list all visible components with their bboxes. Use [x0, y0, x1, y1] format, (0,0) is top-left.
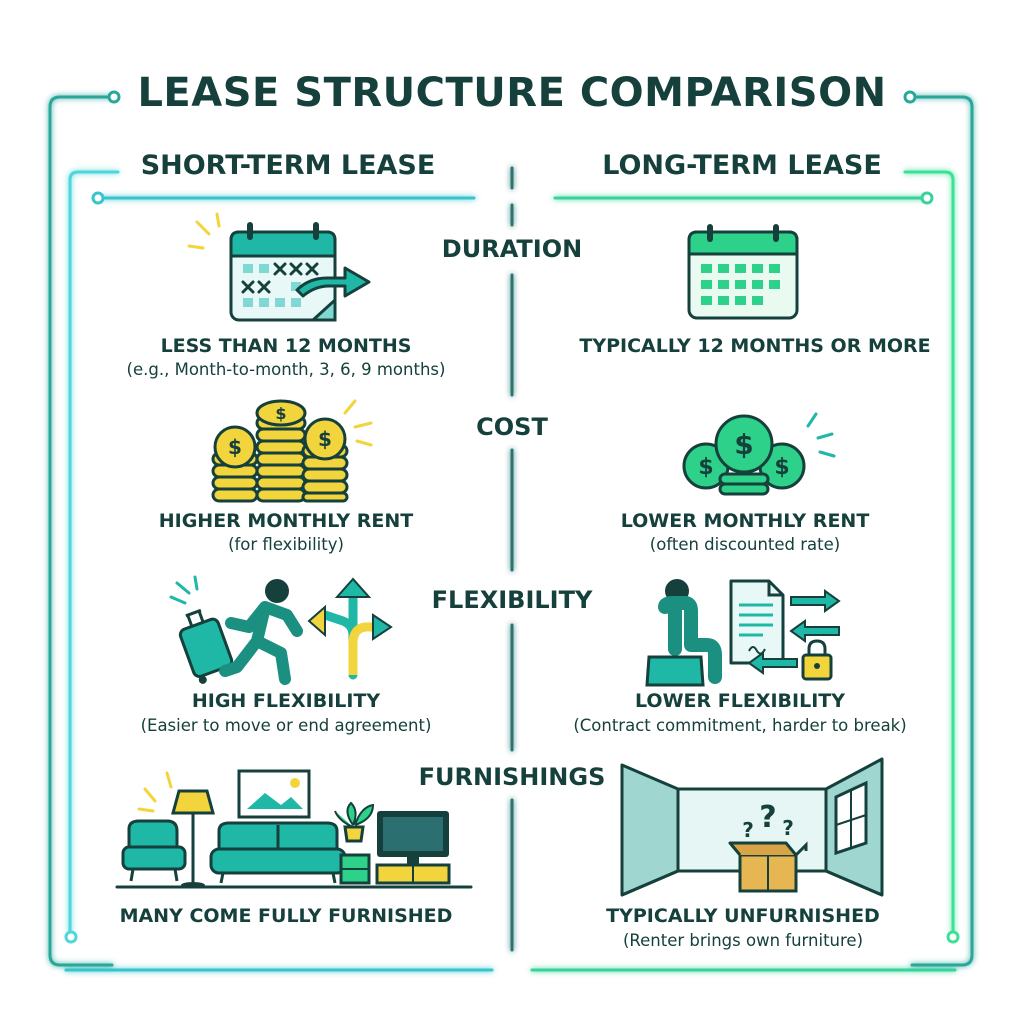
long-furn-main: TYPICALLY UNFURNISHED: [606, 905, 880, 927]
short-duration-main: LESS THAN 12 MONTHS: [160, 335, 412, 357]
svg-text:$: $: [318, 427, 332, 451]
short-cost-main: HIGHER MONTHLY RENT: [158, 510, 414, 532]
svg-text:$: $: [774, 455, 789, 480]
long-furn-sub: (Renter brings own furniture): [622, 931, 864, 950]
furnished-living-room-icon: [115, 769, 473, 889]
svg-text:?: ?: [782, 816, 794, 840]
category-duration: DURATION: [392, 232, 632, 266]
long-term-header: LONG-TERM LEASE: [602, 150, 882, 181]
calendar-full-icon: [687, 224, 799, 320]
coin-stacks-icon: $ $ $: [211, 399, 373, 503]
svg-text:?: ?: [742, 818, 754, 842]
empty-room-box-icon: ? ? ?: [620, 757, 884, 897]
svg-text:$: $: [228, 435, 242, 459]
long-cost-main: LOWER MONTHLY RENT: [620, 510, 870, 532]
svg-text:$: $: [275, 404, 286, 423]
seated-contract-lock-icon: [645, 579, 841, 687]
long-flex-sub: (Contract commitment, harder to break): [573, 716, 907, 735]
category-furnishings: FURNISHINGS: [392, 760, 632, 794]
runner-suitcase-icon: [169, 575, 393, 685]
page-title: LEASE STRUCTURE COMPARISON: [137, 70, 887, 116]
short-flex-main: HIGH FLEXIBILITY: [191, 690, 381, 712]
long-flex-main: LOWER FLEXIBILITY: [635, 690, 845, 712]
long-duration-main: TYPICALLY 12 MONTHS OR MORE: [579, 335, 931, 357]
category-flexibility: FLEXIBILITY: [392, 583, 632, 617]
svg-text:?: ?: [759, 800, 776, 835]
short-term-header: SHORT-TERM LEASE: [140, 150, 436, 181]
calendar-crossed-arrow-icon: [187, 212, 371, 322]
category-cost: COST: [392, 410, 632, 444]
short-duration-sub: (e.g., Month-to-month, 3, 6, 9 months): [126, 360, 446, 379]
svg-text:$: $: [698, 455, 713, 480]
long-cost-sub: (often discounted rate): [649, 535, 841, 554]
short-cost-sub: (for flexibility): [228, 535, 344, 554]
short-flex-sub: (Easier to move or end agreement): [140, 716, 432, 735]
svg-text:$: $: [734, 428, 753, 461]
short-furn-main: MANY COME FULLY FURNISHED: [119, 905, 453, 927]
coins-icon: $ $ $: [682, 412, 836, 496]
